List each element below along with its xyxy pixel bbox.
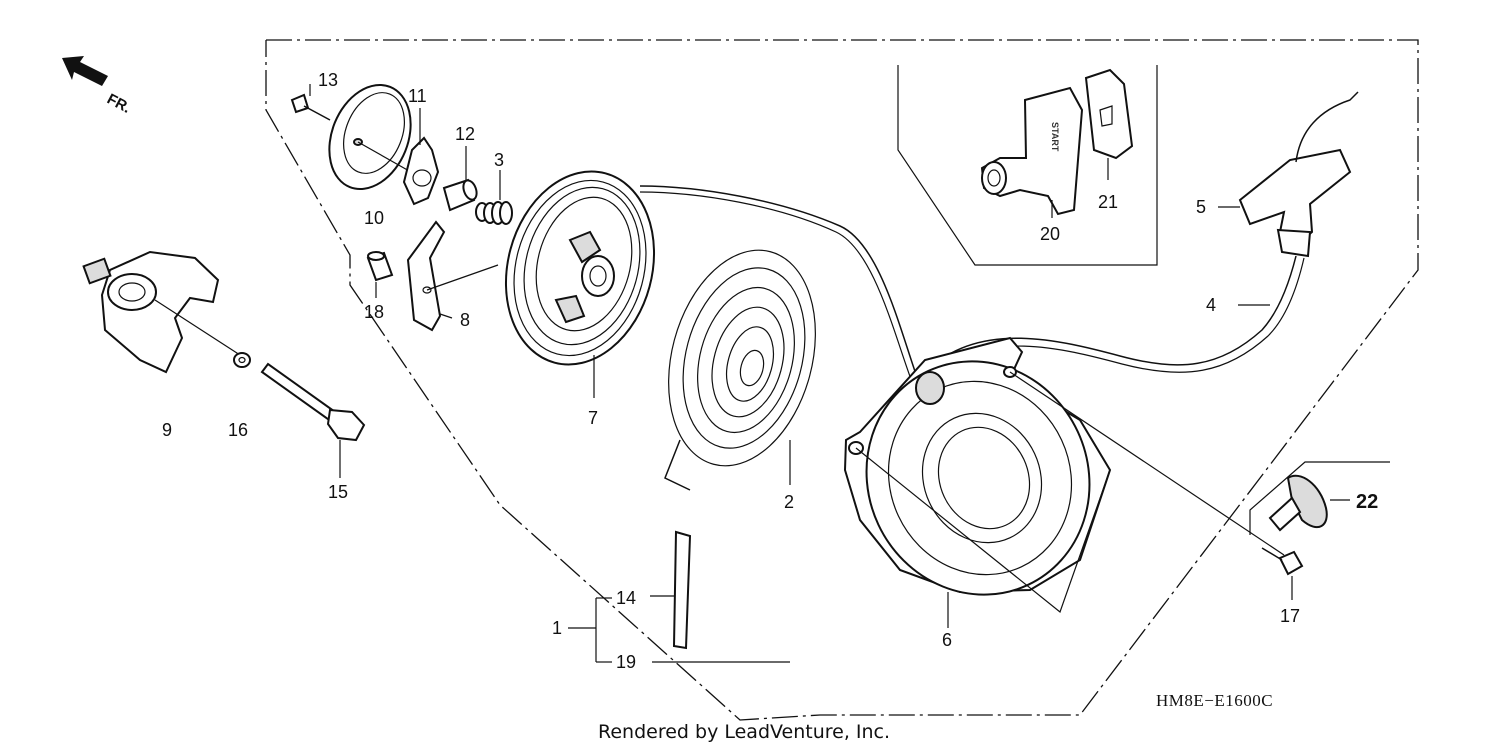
credit-text: Rendered by LeadVenture, Inc. [598,721,890,743]
part-5-starter-handle [1218,91,1359,258]
callout-17: 17 [1280,606,1300,626]
part-16-washer [233,352,251,368]
callout-7: 7 [588,408,598,428]
part-2-recoil-spring [664,249,816,491]
part-10-friction-plate [328,83,419,191]
callout-3: 3 [494,150,504,170]
callout-13: 13 [318,70,338,90]
callout-12: 12 [455,124,475,144]
callout-19: 19 [616,652,636,672]
part-21-handle-grip [1084,68,1134,180]
part-20-start-handle: START [980,86,1084,218]
callout-8: 8 [460,310,470,330]
assembly-boundary [265,39,1419,721]
diagram-code: HM8E−E1600C [1156,691,1273,710]
callout-18: 18 [364,302,384,322]
handle-start-text: START [1050,122,1060,152]
part-12-collar [442,146,478,212]
part-3-spring [475,170,513,225]
part-6-starter-case [843,336,1285,628]
part-17-bolt [1261,547,1304,600]
part-11-ratchet-guide [402,108,440,206]
part-7-reel [504,170,656,398]
callout-20: 20 [1040,224,1060,244]
callout-1: 1 [552,618,562,638]
callout-4: 4 [1206,295,1216,315]
callout-2: 2 [784,492,794,512]
part-9-starter-pulley [82,250,241,374]
callout-14: 14 [616,588,636,608]
callout-labels: 1 2 3 4 5 6 7 8 9 10 11 12 13 14 15 16 1… [162,70,1378,672]
part-15-bolt [260,362,366,478]
clip-boundary [1249,461,1390,535]
part-22-clip [1268,474,1350,532]
callout-15: 15 [328,482,348,502]
front-direction-arrow-icon [62,56,108,86]
callout-5: 5 [1196,197,1206,217]
callout-22: 22 [1356,491,1378,513]
callout-10: 10 [364,208,384,228]
handle-option-boundary [897,65,1158,266]
callout-11: 11 [408,86,427,106]
callout-9: 9 [162,420,172,440]
callout-6: 6 [942,630,952,650]
callout-bracket-1 [568,597,790,663]
part-8-ratchet [406,220,499,332]
callout-21: 21 [1098,192,1118,212]
callout-16: 16 [228,420,248,440]
part-18-pin [366,251,394,298]
part-13-bolt [290,84,331,121]
direction-marker-label: FR. [104,91,133,117]
part-14-decal [650,530,692,650]
